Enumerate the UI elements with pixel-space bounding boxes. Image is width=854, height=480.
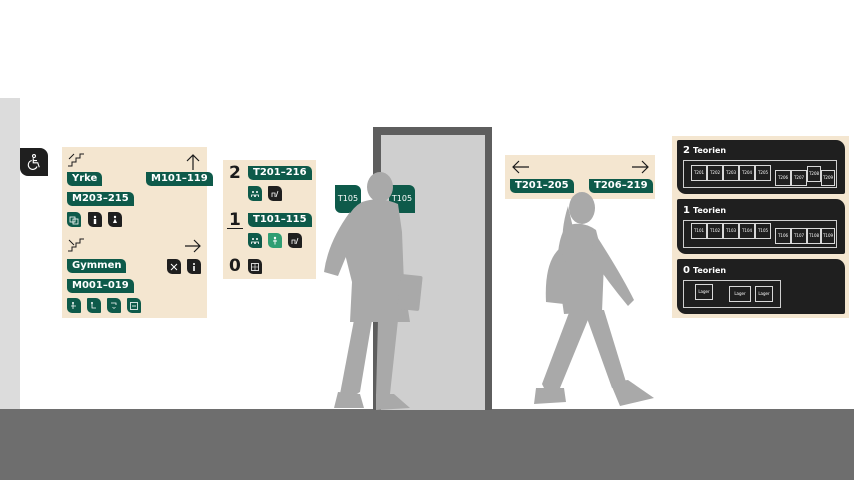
board-0-plan-outline <box>683 280 781 308</box>
range-t201-216: T201–216 <box>248 166 312 180</box>
stairs-down-icon <box>68 238 84 252</box>
room-t209: T209 <box>821 170 835 186</box>
cleaning-icon <box>268 186 282 201</box>
room-t205: T205 <box>755 165 771 181</box>
range-t201-205: T201–205 <box>510 179 574 193</box>
label-gymmen: Gymmen <box>67 259 127 273</box>
board-2-number: 2 <box>683 145 690 156</box>
arrow-left-icon <box>512 160 529 174</box>
room-t102: T102 <box>707 223 723 239</box>
board-0-number: 0 <box>683 265 690 276</box>
range-t101-115: T101–115 <box>248 213 312 227</box>
room-t101: T101 <box>691 223 707 239</box>
wheelchair-icon <box>20 148 48 176</box>
arrow-right-icon <box>185 239 201 253</box>
room-t103: T103 <box>723 223 739 239</box>
sign-floors: 2 T201–216 1 T101–115 0 <box>223 160 316 279</box>
group-room-icon <box>248 233 262 248</box>
room-t108: T108 <box>807 228 821 244</box>
sign-directions-t2: T201–205 T206–219 <box>505 155 655 199</box>
group-room-icon <box>67 212 81 227</box>
arrow-up-icon <box>186 154 200 170</box>
floor-1-underline <box>227 228 243 229</box>
room-t105: T105 <box>755 223 771 239</box>
room-t107: T107 <box>791 228 807 244</box>
wall-pillar <box>0 98 20 410</box>
tools-icon <box>167 259 181 274</box>
board-1-label: Teorien <box>692 206 727 215</box>
room-lager-3: Lager <box>755 286 773 302</box>
room-t203: T203 <box>723 165 739 181</box>
board-1-number: 1 <box>683 205 690 216</box>
shower-icon <box>107 298 121 313</box>
cleaning-icon <box>288 233 302 248</box>
floor <box>0 409 854 480</box>
toilet-woman-icon <box>108 212 122 227</box>
range-m203-215: M203–215 <box>67 192 134 206</box>
board-2-plan-outline <box>683 160 837 188</box>
board-1-plan-outline <box>683 220 837 248</box>
room-t208: T208 <box>807 166 821 182</box>
person-standing-silhouette <box>324 172 423 410</box>
group-room-icon <box>248 186 262 201</box>
changing-room-icon <box>67 298 81 313</box>
info-icon <box>187 259 201 274</box>
person-walking-silhouette <box>534 192 654 406</box>
room-t202: T202 <box>707 165 723 181</box>
room-t207: T207 <box>791 170 807 186</box>
room-lager-2: Lager <box>729 286 751 302</box>
floor-2-number: 2 <box>229 163 241 183</box>
room-t206: T206 <box>775 170 791 186</box>
room-t106: T106 <box>775 228 791 244</box>
floor-1-number: 1 <box>229 210 241 230</box>
room-lager-1: Lager <box>695 284 713 300</box>
room-t201: T201 <box>691 165 707 181</box>
room-t104: T104 <box>739 223 755 239</box>
board-0-label: Teorien <box>692 266 727 275</box>
sign-yrke-gymmen: Yrke M203–215 M101–119 Gymmen M001–019 <box>62 147 213 318</box>
toilet-man-icon <box>88 212 102 227</box>
stairs-icon <box>68 153 84 167</box>
board-2-label: Teorien <box>692 146 727 155</box>
room-t109: T109 <box>821 228 835 244</box>
range-m101-119: M101–119 <box>146 172 213 186</box>
wc-accessible-icon <box>87 298 101 313</box>
arrow-right-icon <box>632 160 649 174</box>
range-t206-219: T206–219 <box>589 179 653 193</box>
label-yrke: Yrke <box>67 172 103 186</box>
you-are-here-icon <box>268 233 282 248</box>
room-t204: T204 <box>739 165 755 181</box>
range-m001-019: M001–019 <box>67 279 134 293</box>
floor-0-number: 0 <box>229 256 241 276</box>
storage-icon <box>248 259 262 274</box>
gym-icon <box>127 298 141 313</box>
